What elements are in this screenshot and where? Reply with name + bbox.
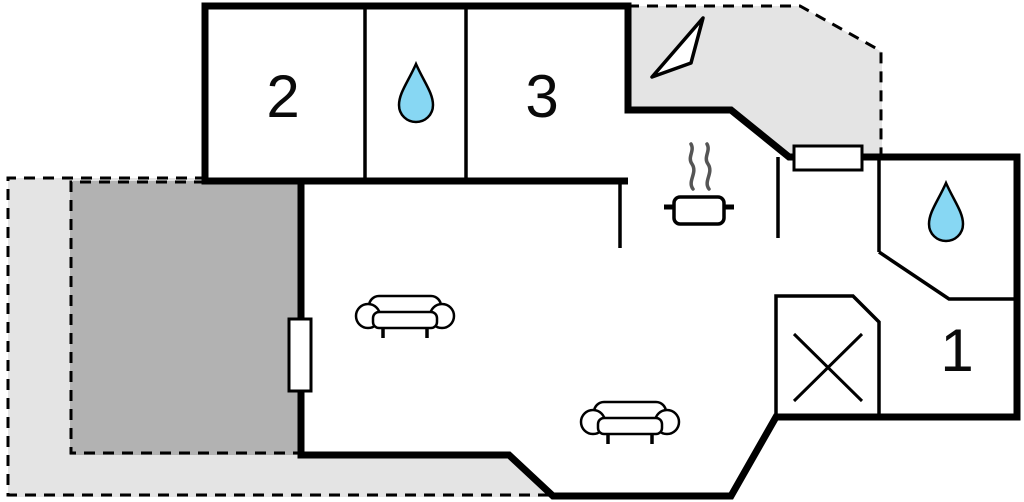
- steam-icon: [688, 142, 712, 191]
- deck-dashed-border: [69, 180, 301, 455]
- terrace-top-right-dashed-border: [628, 4, 883, 155]
- stove-icon: [664, 142, 734, 226]
- bathroom-top: [397, 60, 435, 124]
- window-west-symbol: [287, 317, 313, 393]
- terrace-top-right: [628, 4, 883, 156]
- water-drop-icon: [927, 179, 965, 243]
- window-north-symbol: [792, 144, 864, 172]
- sofa-icon: [579, 400, 681, 444]
- sofa-seat: [371, 310, 439, 330]
- x-mark-icon: [792, 332, 864, 403]
- deck-dark-area: [70, 181, 301, 455]
- interior-walls: [205, 6, 1017, 417]
- x-mark-line-2: [792, 332, 864, 403]
- north-arrow-icon: [650, 16, 705, 79]
- bathroom-right: [927, 179, 965, 243]
- terrace-left-dashed-border: [6, 176, 551, 497]
- room-1-label: 1: [940, 317, 973, 384]
- sofa-feet: [606, 434, 654, 444]
- wall-bathroom1-diagonal: [878, 250, 1017, 301]
- room-3-label: 3: [525, 63, 558, 130]
- pot-body: [672, 195, 726, 226]
- room-2-label: 2: [266, 63, 299, 130]
- terrace-left: [6, 176, 553, 497]
- sofa-feet: [381, 328, 429, 338]
- wall-technical-room: [774, 294, 881, 417]
- sofa-icon: [354, 294, 456, 338]
- water-drop-icon: [397, 60, 435, 124]
- sofa-seat: [596, 416, 664, 436]
